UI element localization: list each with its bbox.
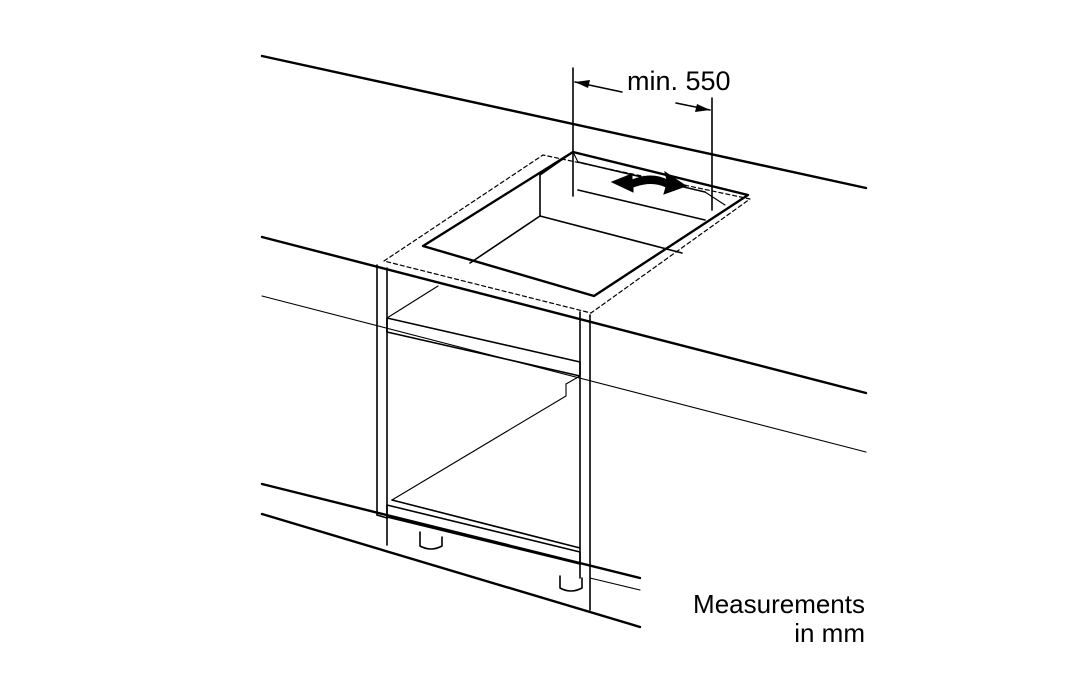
note-line-2: in mm [794, 618, 865, 648]
dimension-min-550: min. 550 [572, 66, 731, 211]
cabinet-leg-right [559, 575, 583, 592]
measurements-note: Measurements in mm [693, 589, 865, 648]
note-line-1: Measurements [693, 589, 865, 619]
bidirectional-curved-arrow-icon [610, 170, 688, 195]
worktop [260, 54, 868, 629]
dimension-label: min. 550 [627, 66, 731, 96]
cabinet-leg-left [419, 531, 443, 550]
worktop-cutout [383, 150, 751, 314]
base-cabinet [376, 264, 591, 611]
